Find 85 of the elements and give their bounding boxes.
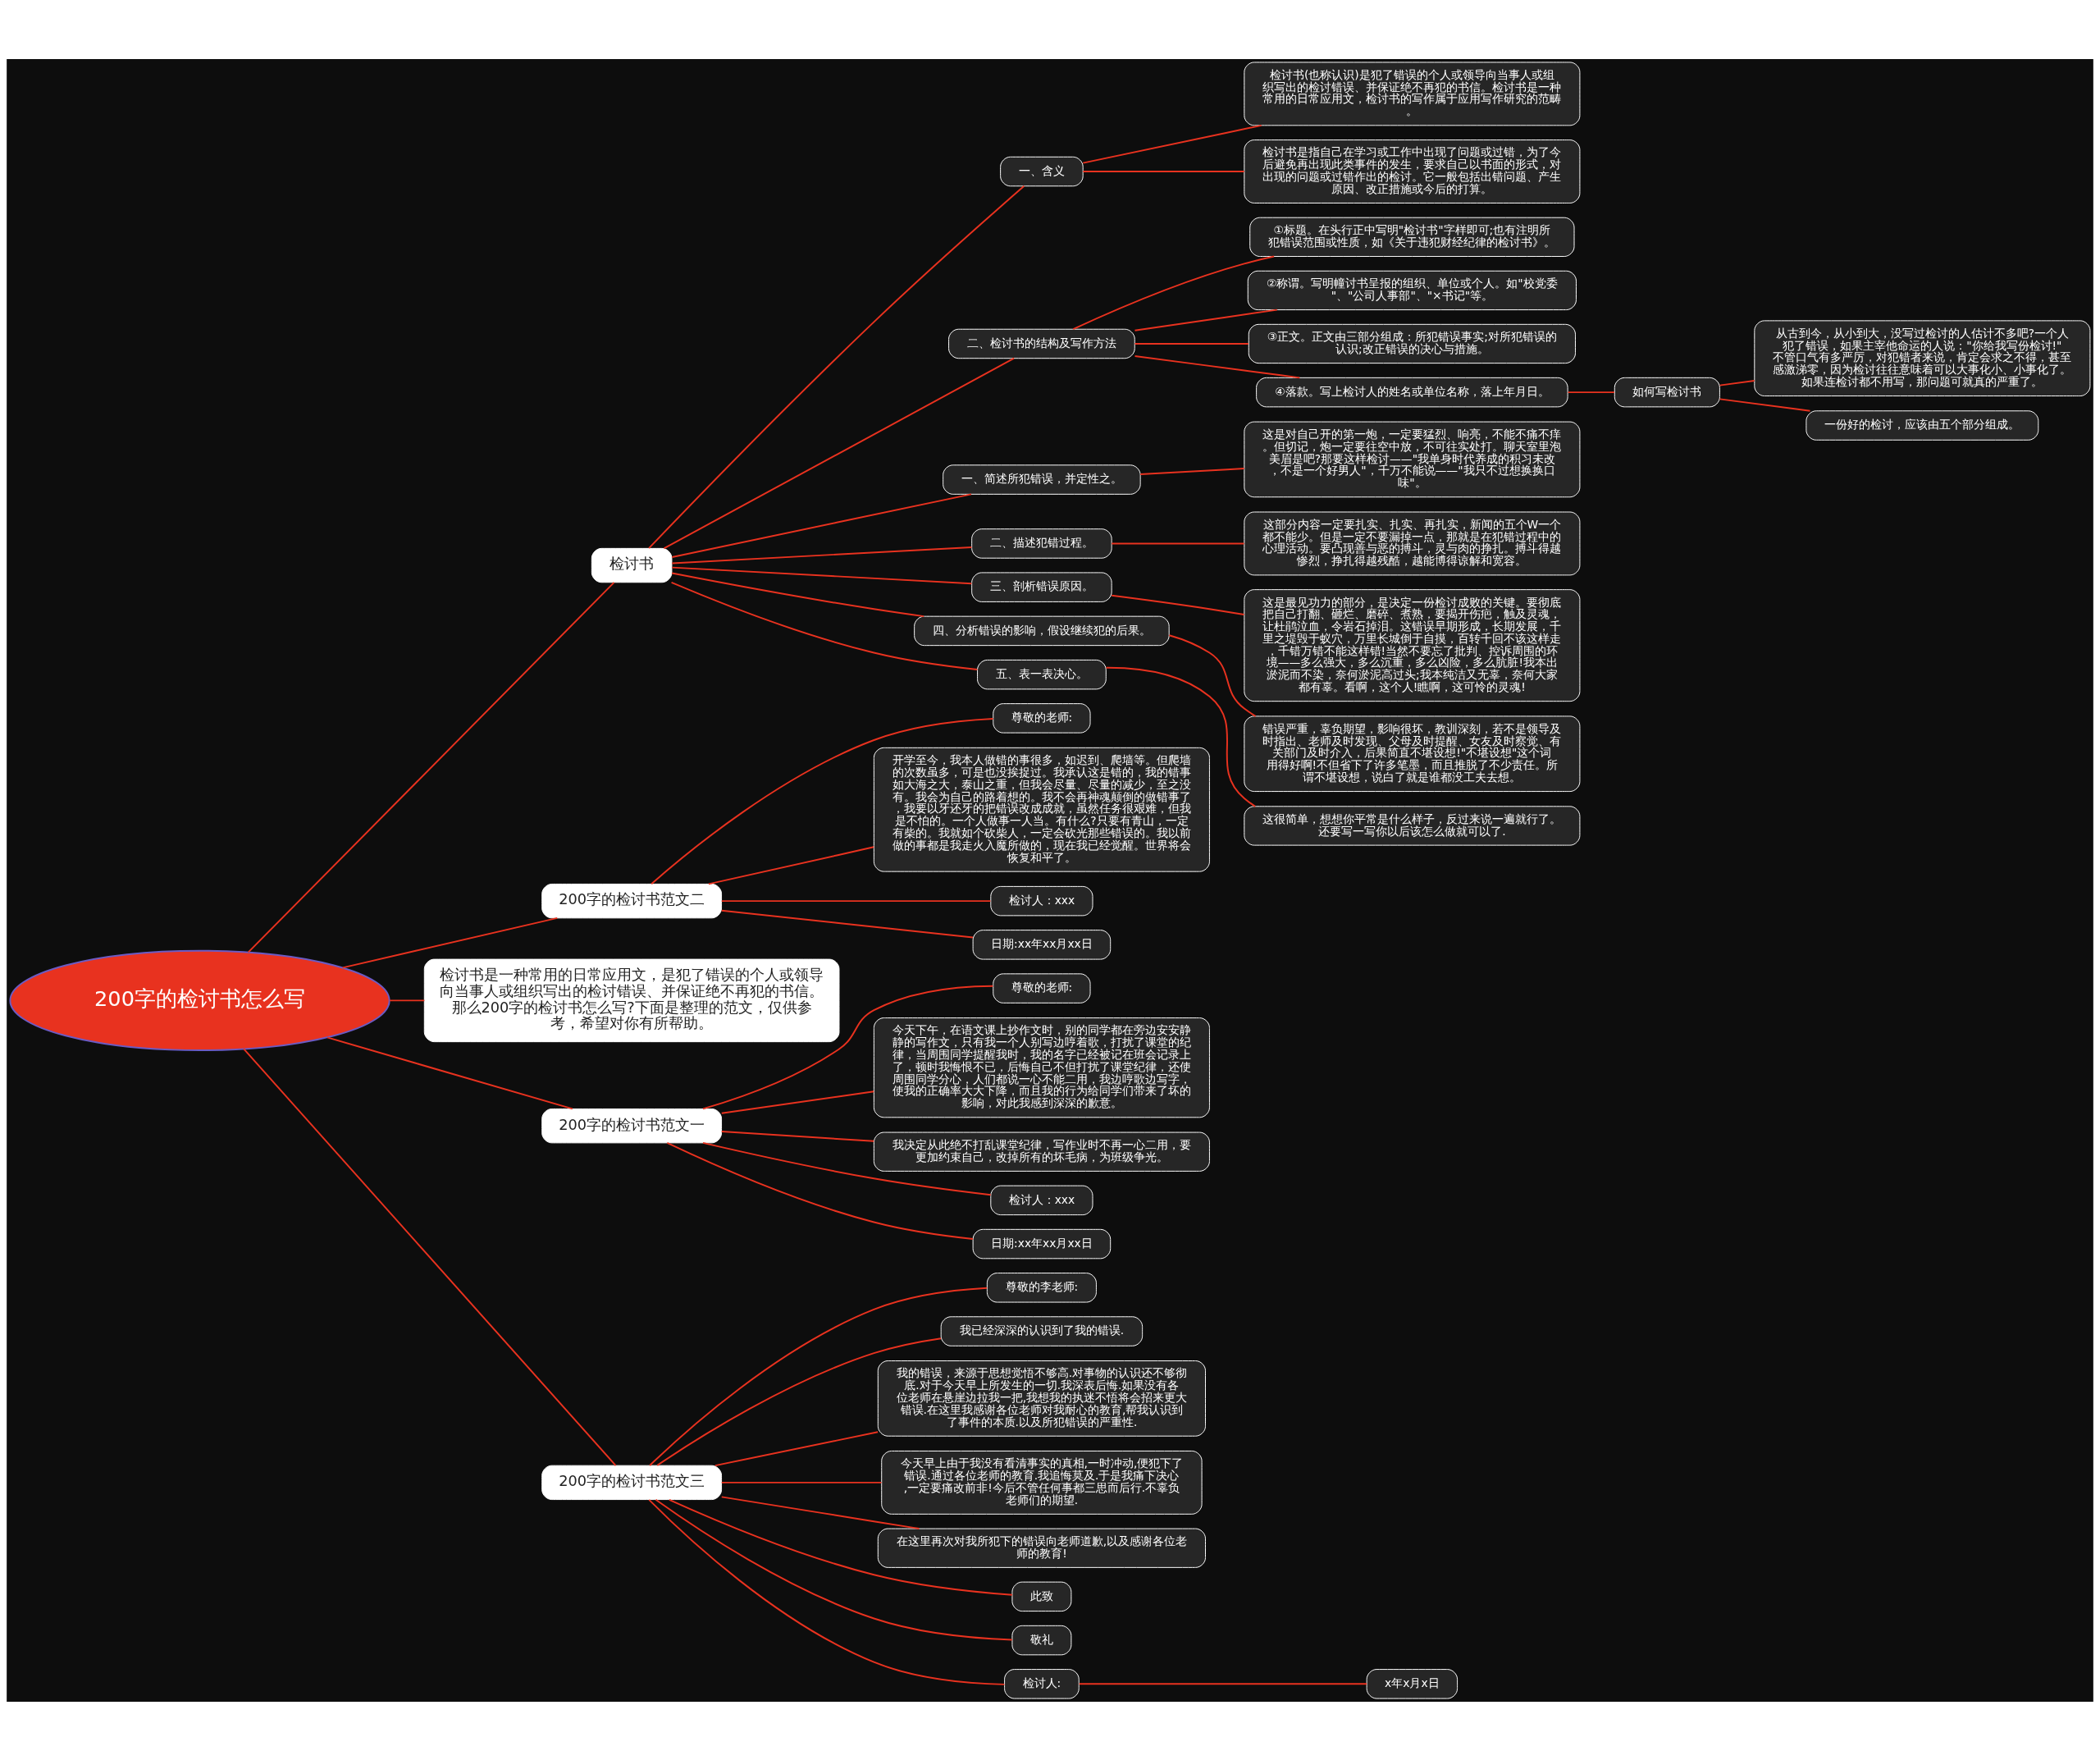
connector — [670, 581, 979, 670]
node-box: 今天下午，在语文课上抄作文时，别的同学都在旁边安安静静的写作文，只有我一个人别写边哼着歌，打扰了课堂的纪律，当周围同学提醒我时，我的名字已经被记在班会记录上了，顿时我悔恨不已，后悔自己不但打扰了课堂纪律，还使周围同学分心，人们都说一心不能二用，我边哼歌边写字，使我的正确率大大下降，而且我的行为给同学们带来了坏的影响，对此我感到深深的歉意。 — [873, 1017, 1210, 1118]
node-box: 这是最见功力的部分，是决定一份检讨成败的关键。要彻底把自己打翻、砸烂、磨碎、煮熟，要揭开伤疤，触及灵魂，让杜鹃泣血，令岩石掉泪。这错误早期形成，长期发展，千里之堤毁于蚁穴，万里长城倒于自摸，百转千回不该这样走，千错万错不能这样错!当然不要忘了批判、控诉周围的环境——多么强大，多么沉重，多么凶险，多么肮脏!我本出淤泥而不染，奈何淤泥高过头;我本纯洁又无辜，奈何大家都有辜。看啊，这个人!瞧啊，这可怜的灵魂! — [1244, 588, 1581, 702]
node-box: 如何写检讨书 — [1614, 377, 1720, 407]
connector — [666, 1141, 975, 1240]
connector — [1134, 309, 1278, 331]
node-box: ③正文。正文由三部分组成：所犯错误事实;对所犯错误的认识;改正错误的决心与措施。 — [1248, 323, 1576, 363]
node-box: 检讨书 — [591, 547, 673, 583]
node-box: 从古到今，从小到大，没写过检讨的人估计不多吧?一个人犯了错误，如果主宰他命运的人说："你给我写份检讨!"不管口气有多严厉，对犯错者来说，肯定会求之不得，甚至感激涕零，因为检讨往往意味着可以大事化小、小事化了。如果连检讨都不用写，那问题可就真的严重了。 — [1754, 319, 2091, 396]
node-box: 200字的检讨书范文二 — [541, 883, 723, 918]
node-box: 在这里再次对我所犯下的错误向老师道歉,以及感谢各位老师的教育! — [877, 1528, 1206, 1568]
node-box: 检讨书是一种常用的日常应用文，是犯了错误的个人或领导向当事人或组织写出的检讨错误、并保证绝不再犯的书信。那么200字的检讨书怎么写?下面是整理的范文，仅供参考，希望对你有所帮助。 — [423, 958, 840, 1042]
node-box: ①标题。在头行正中写明"检讨书"字样即可;也有注明所犯错误范围或性质，如《关于违犯财经纪律的检讨书》。 — [1249, 217, 1575, 257]
connector — [1719, 379, 1755, 386]
connector — [1082, 170, 1245, 172]
node-box: 四、分析错误的影响，假设继续犯的后果。 — [914, 615, 1170, 646]
node-box: 200字的检讨书范文一 — [541, 1108, 723, 1143]
connector — [671, 572, 925, 617]
connector — [1567, 391, 1615, 393]
connector — [1078, 1682, 1368, 1685]
node-box: 尊敬的老师: — [993, 972, 1091, 1003]
connector — [389, 999, 426, 1001]
node-box: ④落款。写上检讨人的姓名或单位名称，落上年月日。 — [1256, 377, 1568, 407]
connector — [671, 546, 973, 564]
node-box: 这很简单，想想你平常是什么样子，反过来说一遍就行了。还要写一写你以后该怎么做就可以了. — [1244, 805, 1581, 846]
node-box: 我的错误，来源于思想觉悟不够高.对事物的认识还不够彻底.对于今天早上所发生的一切.我深表后悔.如果没有各位老师在悬崖边拉我一把,我想我的执迷不悟将会招来更大错误.在这里我感谢各位老师对我耐心的教育,帮我认识到了事件的本质.以及所犯错误的严重性. — [877, 1360, 1206, 1437]
connector — [1111, 542, 1245, 544]
node-box: 一份好的检讨，应该由五个部分组成。 — [1806, 409, 2039, 441]
connector — [1168, 633, 1257, 717]
node-box: 一、简述所犯错误，并定性之。 — [943, 464, 1141, 495]
node-box: 今天早上由于我没有看清事实的真相,一时冲动,便犯下了错误.通过各位老师的教育.我追悔莫及.于是我痛下决心,一定要痛改前非!今后不管任何事都三思而后行.不辜负老师们的期望. — [881, 1450, 1203, 1515]
node-box: 此致 — [1011, 1581, 1072, 1611]
node-box: 三、剖析错误原因。 — [971, 571, 1112, 602]
connector — [671, 492, 972, 558]
connector — [1139, 467, 1245, 475]
node-box: 尊敬的老师: — [993, 702, 1091, 734]
connector — [243, 1047, 617, 1466]
connector — [663, 357, 1016, 549]
node-box: 检讨人：xxx — [990, 1185, 1093, 1215]
node-box: 这部分内容一定要扎实、扎实、再扎实，新闻的五个W一个都不能少。但是一定不要漏掉一点，那就是在犯错过程中的心理活动。要凸现善与恶的搏斗，灵与肉的挣扎。搏斗得越惨烈，挣扎得越残酷，越能博得谅解和宽容。 — [1244, 511, 1581, 575]
connector — [671, 566, 973, 584]
connector — [720, 899, 992, 902]
connector — [668, 1498, 1013, 1596]
connector — [1111, 594, 1245, 615]
node-box: 200字的检讨书范文三 — [541, 1465, 723, 1500]
node-box: x年x月x日 — [1366, 1668, 1459, 1699]
connector — [707, 845, 875, 885]
node-box: ②称谓。写明幢讨书呈报的组织、单位或个人。如"校党委"、"公司人事部"、"×书记"等。 — [1247, 270, 1577, 310]
node-box: 敬礼 — [1011, 1625, 1072, 1655]
node-box: 检讨人: — [1004, 1668, 1080, 1699]
connector — [648, 1498, 1006, 1685]
connector — [720, 909, 974, 938]
connector — [1105, 666, 1257, 807]
connector — [656, 1337, 943, 1466]
node-box: 一、含义 — [1000, 156, 1084, 186]
node-box: 五、表一表决心。 — [977, 659, 1107, 689]
node-box: 二、检讨书的结构及写作方法 — [948, 328, 1135, 359]
connector — [720, 1481, 883, 1483]
connector — [702, 1141, 992, 1195]
node-box: 日期:xx年xx月xx日 — [972, 929, 1112, 960]
node-box: 我决定从此绝不打乱课堂纪律，写作业时不再一心二用，要更加约束自己，改掉所有的坏毛病，为班级争光。 — [873, 1131, 1210, 1172]
node-box: 检讨书(也称认识)是犯了错误的个人或领导向当事人或组织写出的检讨错误、并保证绝不再犯的书信。检讨书是一种常用的日常应用文，检讨书的写作属于应用写作研究的范畴。 — [1244, 61, 1581, 126]
node-box: 我已经深深的认识到了我的错误. — [940, 1315, 1144, 1346]
connector — [326, 1035, 573, 1109]
node-box: 错误严重，辜负期望，影响很坏，教训深刻，若不是领导及时指出、老师及时发现、父母及时提醒、女友及时察觉、有关部门及时介入，后果简直不堪设想!"不堪设想"这个词用得好啊!不但省下了许多笔墨，而且推脱了不少责任。所谓不堪设想，说白了就是谁都没工夫去想。 — [1244, 715, 1581, 792]
node-box: 这是对自己开的第一炮，一定要猛烈、响亮，不能不痛不痒。但切记，炮一定要往空中放，不可往实处打。聊天室里泡美眉是吧?那要这样检讨——"我单身时代养成的积习未改，不是一个好男人"，千万不能说——"我只不过想换换口味"。 — [1244, 421, 1581, 497]
node-box: 检讨人：xxx — [990, 885, 1093, 916]
connector — [720, 1130, 875, 1142]
node-box: 日期:xx年xx月xx日 — [972, 1228, 1112, 1259]
node-box: 尊敬的李老师: — [986, 1272, 1097, 1303]
connector — [649, 1287, 988, 1466]
connector — [648, 185, 1025, 549]
connector — [1134, 342, 1249, 345]
connector — [341, 917, 559, 968]
connector — [714, 1430, 879, 1466]
connector — [651, 717, 994, 885]
connector — [720, 1090, 875, 1114]
node-ellipse: 200字的检讨书怎么写 — [9, 949, 390, 1051]
node-box: 开学至今，我本人做错的事很多，如迟到、爬墙等。但爬墙的次数虽多，可是也没挨捉过。我承认这是错的，我的错事如大海之大，泰山之重，但我会尽量、尽量的减少，至之没有。我会为自己的路着想的。我不会再神魂颠倒的做错事了，我要以牙还牙的把错误改成成就，虽然任务很艰难，但我是不怕的。一个人做事一人当。有什么?只要有青山，一定有柴的。我就如个砍柴人，一定会砍光那些错误的。我以前做的事都是我走火入魔所做的，现在我已经觉醒。世界将会恢复和平了。 — [873, 747, 1210, 872]
node-box: 检讨书是指自己在学习或工作中出现了问题或过错，为了今后避免再出现此类事件的发生，要求自己以书面的形式，对出现的问题或过错作出的检讨。它一般包括出错问题、产生原因、改正措施或今后的打算。 — [1244, 139, 1581, 203]
node-box: 二、描述犯错过程。 — [971, 528, 1112, 559]
connector — [655, 1498, 1013, 1640]
connector — [1719, 397, 1811, 412]
connector — [247, 581, 615, 953]
connector — [702, 985, 994, 1109]
